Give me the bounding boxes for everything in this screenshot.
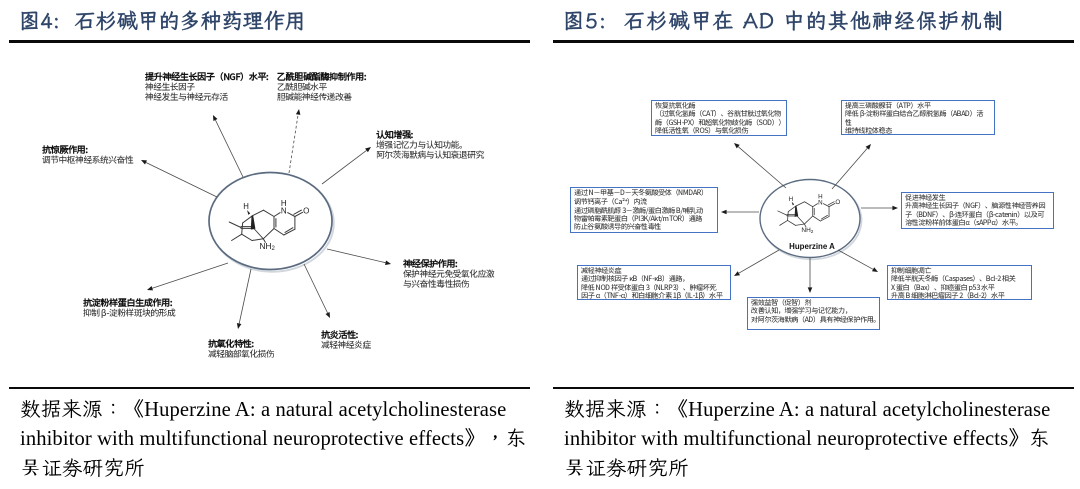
svg-text:O: O: [303, 206, 309, 215]
svg-text:H: H: [281, 199, 287, 208]
svg-text:H: H: [243, 202, 249, 211]
svg-text:Huperzine A: Huperzine A: [789, 242, 835, 251]
svg-text:N: N: [281, 207, 287, 216]
svg-text:NH2: NH2: [260, 241, 276, 252]
